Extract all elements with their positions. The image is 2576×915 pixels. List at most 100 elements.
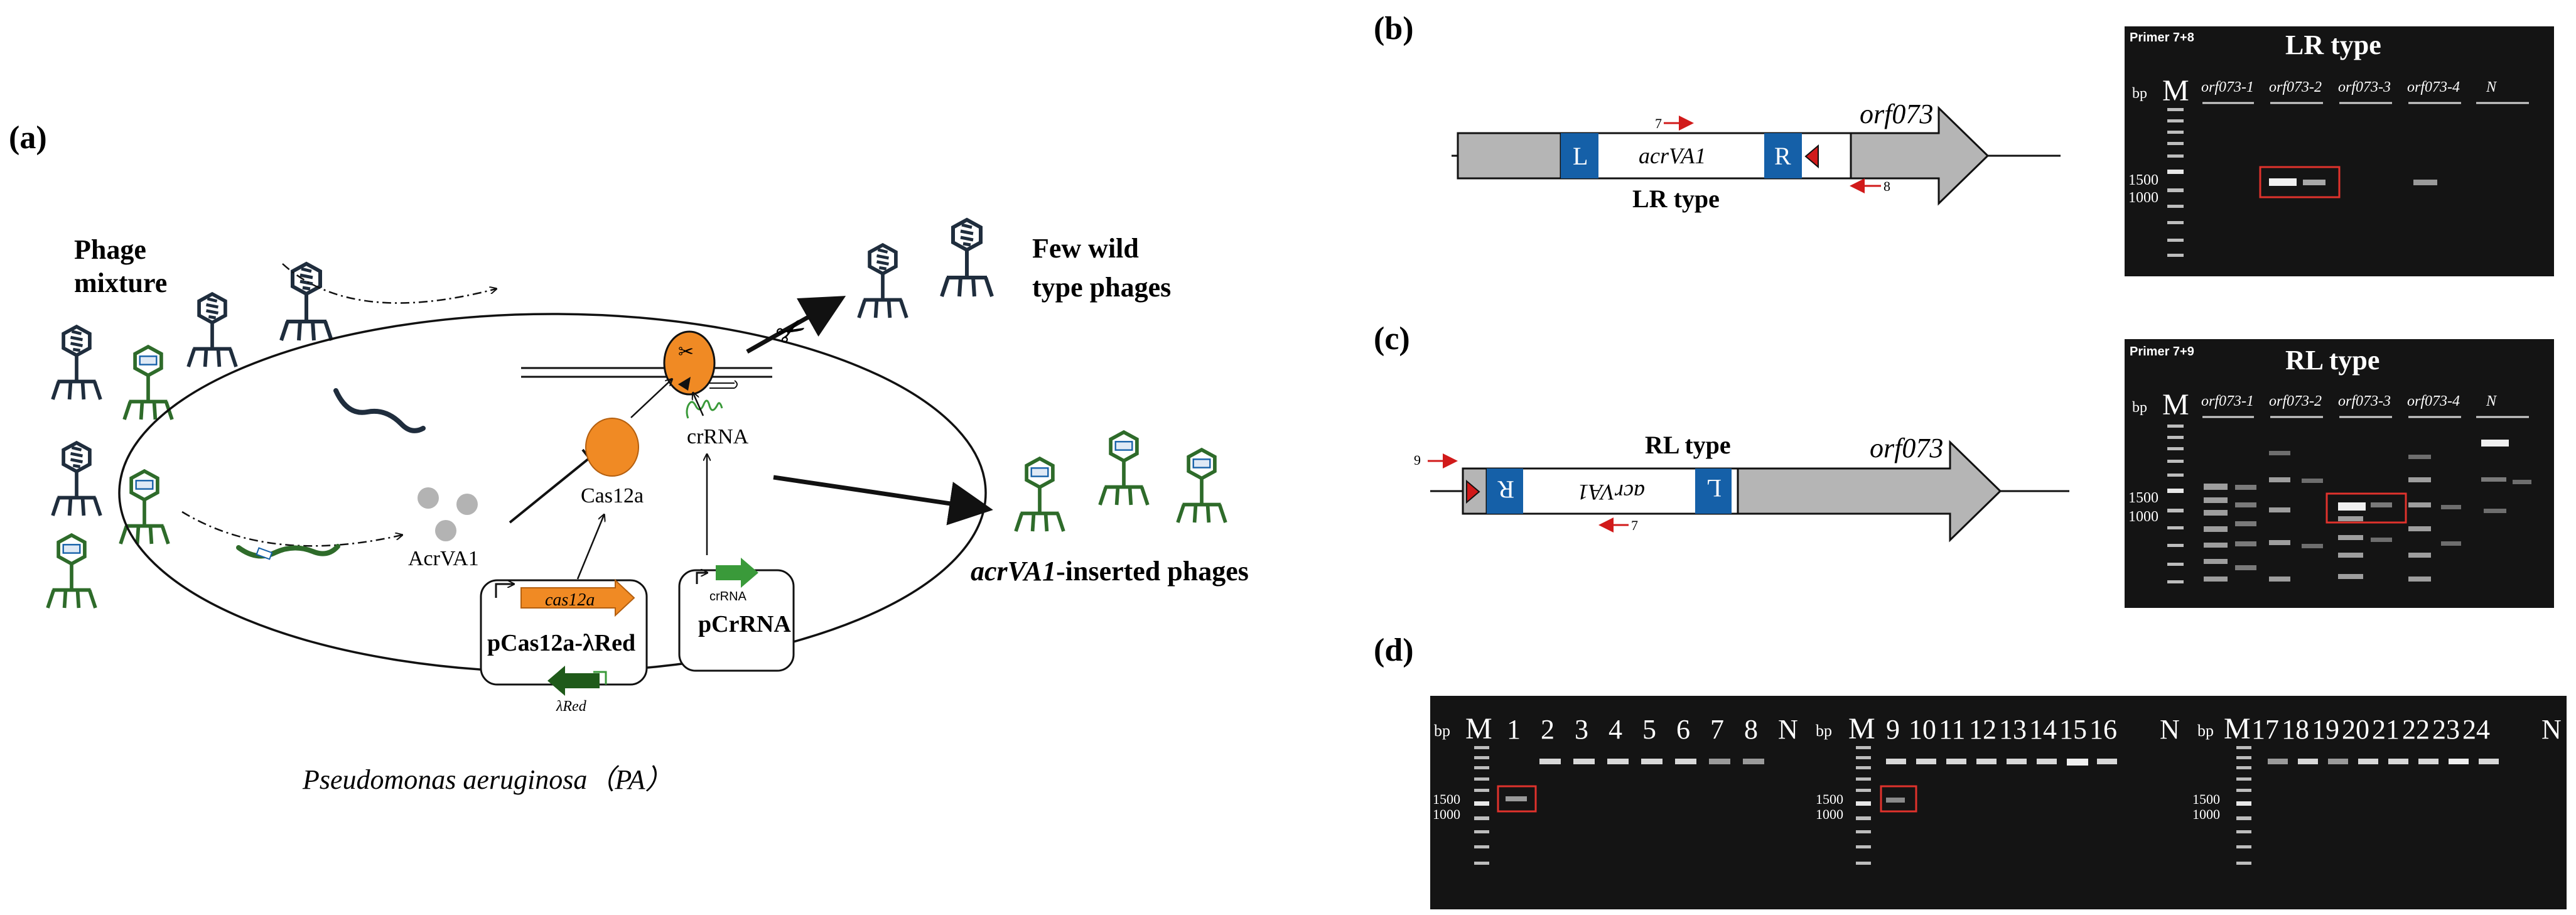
l-block [1695, 468, 1732, 514]
gel-d1-bands [1506, 759, 1764, 801]
gel-d1 [1430, 696, 1813, 909]
svg-text:1000: 1000 [2192, 806, 2220, 822]
plasmid1-label: pCas12a-λRed [487, 630, 635, 656]
svg-text:4: 4 [1609, 714, 1622, 745]
svg-text:20: 20 [2342, 714, 2369, 745]
svg-text:orf073-3: orf073-3 [2338, 393, 2391, 409]
svg-text:5: 5 [1642, 714, 1656, 745]
svg-text:1500: 1500 [2192, 791, 2220, 807]
gel-c [2125, 339, 2554, 608]
svg-text:18: 18 [2282, 714, 2309, 745]
svg-text:Primer 7+9: Primer 7+9 [2130, 345, 2194, 359]
pam-triangle [1804, 144, 1819, 169]
highlight-box [2259, 166, 2341, 198]
ladder-b [2167, 108, 2184, 257]
svg-text:3: 3 [1575, 714, 1588, 745]
gel-band [2413, 180, 2437, 185]
cas12a-gene-arrow [520, 578, 635, 617]
svg-text:22: 22 [2402, 714, 2430, 745]
panel-b-label: (b) [1374, 11, 1414, 46]
ladder-d2 [1856, 746, 1871, 865]
svg-text:R: R [1774, 142, 1791, 170]
gel-band [2269, 178, 2297, 186]
svg-text:1500: 1500 [1816, 791, 1843, 807]
svg-text:N: N [2160, 714, 2180, 745]
cas12a-complex [663, 330, 716, 396]
plasmid2-label: pCrRNA [698, 611, 791, 637]
panel-b: (b) L acrVA1 R orf073 7 8 LR type Primer… [1374, 11, 2554, 276]
svg-text:17: 17 [2251, 714, 2279, 745]
svg-text:7: 7 [1631, 517, 1638, 533]
inserted-phage-icon [48, 535, 95, 608]
svg-text:1000: 1000 [2128, 509, 2158, 525]
crrna-gene-arrow [716, 558, 758, 588]
svg-text:1000: 1000 [2128, 190, 2158, 206]
svg-text:2: 2 [1541, 714, 1555, 745]
inserted-phage-icon [1100, 432, 1148, 505]
gel-d2-bands [1886, 759, 2117, 803]
inserted-phage-icon [121, 471, 168, 544]
svg-text:12: 12 [1969, 714, 1997, 745]
ladder-c [2167, 425, 2184, 583]
svg-text:L: L [1573, 142, 1588, 170]
svg-text:bp: bp [2132, 399, 2147, 416]
gel-d3 [2195, 696, 2567, 909]
svg-text:N: N [2486, 79, 2498, 95]
svg-text:L: L [1706, 474, 1722, 502]
gel-c-lane-labels: orf073-1 orf073-2 orf073-3 orf073-4 N [2201, 393, 2498, 409]
svg-text:10: 10 [1909, 714, 1936, 745]
svg-text:orf073-4: orf073-4 [2407, 393, 2460, 409]
svg-text:8: 8 [1883, 178, 1890, 194]
svg-text:9: 9 [1886, 714, 1900, 745]
lr-type-label: LR type [1632, 185, 1720, 213]
svg-text:bp: bp [2132, 85, 2147, 102]
lambda-red-gene-arrow [547, 666, 600, 696]
gel-c-title: RL type [2285, 345, 2379, 376]
svg-text:19: 19 [2312, 714, 2339, 745]
svg-text:7: 7 [1655, 116, 1662, 131]
svg-text:15: 15 [2059, 714, 2087, 745]
cas12a-gene-label: cas12a [545, 590, 595, 610]
panel-d: (d) bp M 1 2 3 4 5 6 7 8 N 1500 1000 [1374, 632, 2567, 909]
ladder-d1 [1474, 746, 1489, 865]
few-wild-type-label: Few wild type phages [1032, 233, 1171, 303]
svg-text:16: 16 [2089, 714, 2117, 745]
gel-b [2125, 26, 2554, 276]
svg-text:M: M [1848, 712, 1875, 745]
inserted-phage-icon [1016, 458, 1064, 531]
svg-text:orf073-3: orf073-3 [2338, 79, 2391, 95]
gel-b-lane-labels: orf073-1 orf073-2 orf073-3 orf073-4 N [2201, 79, 2498, 95]
crrna-gene-label: crRNA [709, 590, 747, 604]
svg-text:1: 1 [1507, 714, 1521, 745]
svg-text:23: 23 [2432, 714, 2460, 745]
svg-text:13: 13 [1999, 714, 2027, 745]
svg-text:24: 24 [2462, 714, 2490, 745]
panel-a: (a) Phage mixture AcrVA1 Cas12a [9, 120, 1249, 795]
orf073-label: orf073 [1860, 99, 1933, 129]
crrna-label: crRNA [687, 425, 749, 448]
wild-phage-icon [53, 327, 100, 399]
host-label: Pseudomonas aeruginosa（PA） [302, 764, 673, 795]
highlight-box [1880, 785, 1917, 813]
highlight-box [2325, 492, 2407, 524]
cas12a-protein-label: Cas12a [581, 484, 644, 507]
scissors-icon: ✂ [678, 342, 694, 362]
svg-text:6: 6 [1676, 714, 1690, 745]
gel-d1-lane-labels: 1 2 3 4 5 6 7 8 N [1507, 714, 1798, 745]
gel-d2-lane-labels: 9 10 11 12 13 14 15 16 N [1886, 714, 2180, 745]
crrna-hairpin [686, 399, 723, 419]
svg-text:21: 21 [2372, 714, 2400, 745]
svg-text:orf073-1: orf073-1 [2201, 79, 2254, 95]
svg-text:R: R [1497, 475, 1514, 504]
r-block [1764, 133, 1802, 178]
lambda-red-label: λRed [556, 698, 587, 715]
l-block [1561, 133, 1598, 178]
svg-text:N: N [2486, 393, 2498, 409]
svg-text:M: M [1465, 712, 1492, 745]
svg-text:Primer 7+8: Primer 7+8 [2130, 31, 2194, 45]
gel-d3-lane-labels: 17 18 19 20 21 22 23 24 N [2251, 714, 2562, 745]
svg-text:1500: 1500 [2128, 172, 2158, 188]
svg-text:1000: 1000 [1433, 806, 1460, 822]
inserted-phage-icon [1178, 450, 1226, 522]
phage-dna-squiggle [236, 544, 340, 559]
